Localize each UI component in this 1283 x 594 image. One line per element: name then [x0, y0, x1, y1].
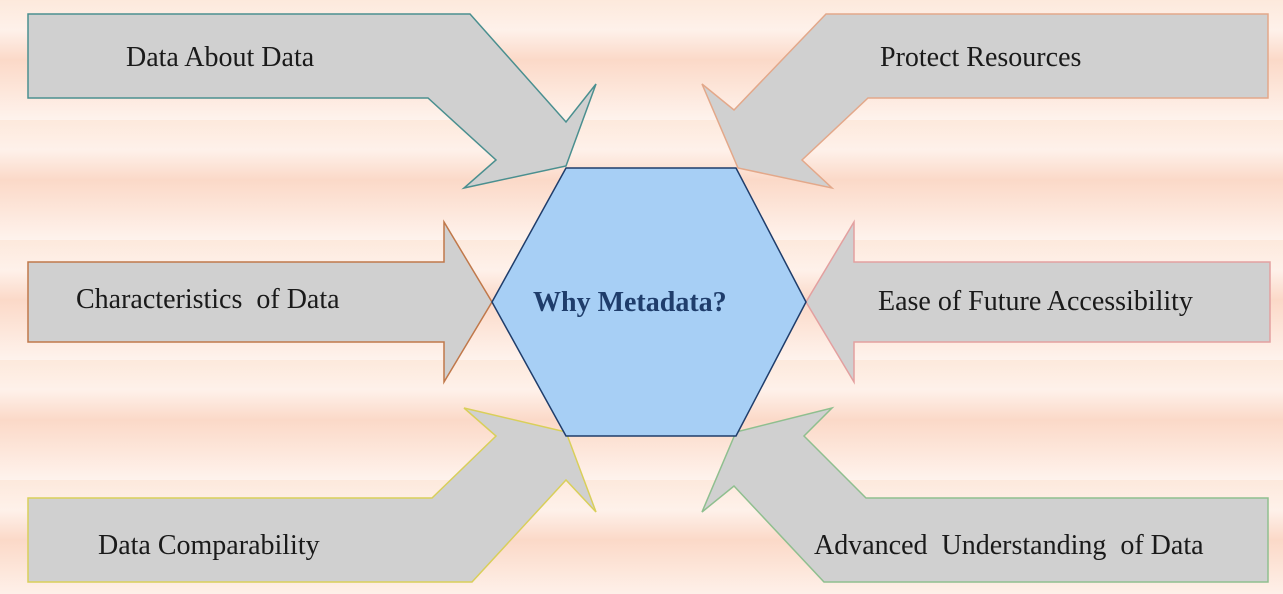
label-data-comparability: Data Comparability — [98, 530, 320, 561]
label-protect-resources: Protect Resources — [880, 42, 1082, 73]
label-data-about-data: Data About Data — [126, 42, 315, 73]
label-advanced-understanding: Advanced Understanding of Data — [814, 530, 1204, 561]
label-ease-of-future-accessibility: Ease of Future Accessibility — [878, 286, 1193, 317]
arrow-protect-resources — [701, 13, 1269, 190]
arrow-advanced-understanding — [701, 406, 1269, 583]
arrow-ease-of-future-accessibility — [805, 219, 1271, 385]
arrow-characteristics-of-data — [27, 219, 493, 385]
center-label: Why Metadata? — [533, 287, 727, 318]
center-hexagon — [491, 167, 807, 437]
arrow-data-about-data — [27, 13, 597, 190]
label-characteristics-of-data: Characteristics of Data — [76, 284, 340, 315]
arrow-data-comparability — [27, 407, 597, 583]
